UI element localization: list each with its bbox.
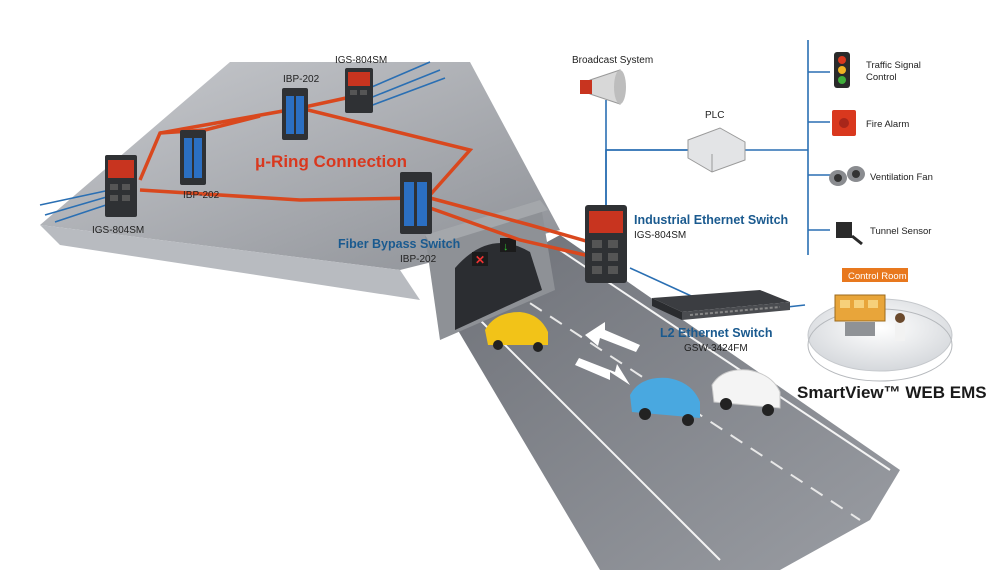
label-fiber-bypass-title: Fiber Bypass Switch <box>338 237 460 251</box>
label-traffic-2: Control <box>866 72 897 83</box>
fiber-lines <box>39 40 830 311</box>
label-mu-ring: μ-Ring Connection <box>255 152 407 171</box>
ventilation-fan-icon <box>829 166 865 186</box>
control-room: Control Room <box>807 268 953 382</box>
operator-console-icon <box>834 294 905 341</box>
label-l2-title: L2 Ethernet Switch <box>660 326 773 340</box>
direction-arrow-right <box>575 358 630 385</box>
label-fire-alarm: Fire Alarm <box>866 119 909 130</box>
label-control-room: Control Room <box>848 271 907 282</box>
label-broadcast: Broadcast System <box>572 55 653 66</box>
tunnel-portal: ✕ ↓ <box>425 200 555 340</box>
switch-ibp-202-top <box>282 88 308 140</box>
car-icon <box>630 377 700 426</box>
tunnel-sensor-icon <box>836 222 863 246</box>
label-ibp-left: IBP-202 <box>183 190 220 201</box>
label-l2-model: GSW-3424FM <box>684 343 748 354</box>
mu-ring-loop <box>138 93 601 260</box>
label-ventilation: Ventilation Fan <box>870 172 933 183</box>
label-igs-left: IGS-804SM <box>92 225 144 236</box>
plc-controller-icon <box>687 127 746 173</box>
switch-igs-804sm-left <box>105 155 137 217</box>
lane-signal-red <box>472 252 488 266</box>
direction-arrow-left <box>585 322 640 352</box>
traffic-light-icon <box>834 52 850 88</box>
label-plc: PLC <box>705 110 724 121</box>
megaphone-icon <box>580 69 626 105</box>
label-industrial-model: IGS-804SM <box>634 230 686 241</box>
svg-text:✕: ✕ <box>475 253 485 267</box>
control-room-badge <box>842 268 908 282</box>
switch-industrial-ethernet <box>585 205 627 283</box>
switch-fiber-bypass <box>400 172 432 234</box>
svg-text:↓: ↓ <box>503 241 509 253</box>
car-icon <box>711 369 781 416</box>
fire-alarm-icon <box>832 110 856 136</box>
switch-igs-804sm-top <box>345 68 373 113</box>
label-ibp-top: IBP-202 <box>283 74 320 85</box>
car-icon <box>485 312 548 352</box>
lane-signal-green <box>500 238 516 252</box>
label-smartview: SmartView™ WEB EMS <box>797 383 987 402</box>
label-industrial-title: Industrial Ethernet Switch <box>634 213 788 227</box>
switch-ibp-202-left <box>180 130 206 185</box>
switch-l2-ethernet <box>652 290 790 320</box>
label-traffic-1: Traffic Signal <box>866 60 921 71</box>
label-tunnel-sensor: Tunnel Sensor <box>870 226 931 237</box>
label-igs-top: IGS-804SM <box>335 55 387 66</box>
label-fiber-bypass-model: IBP-202 <box>400 254 437 265</box>
